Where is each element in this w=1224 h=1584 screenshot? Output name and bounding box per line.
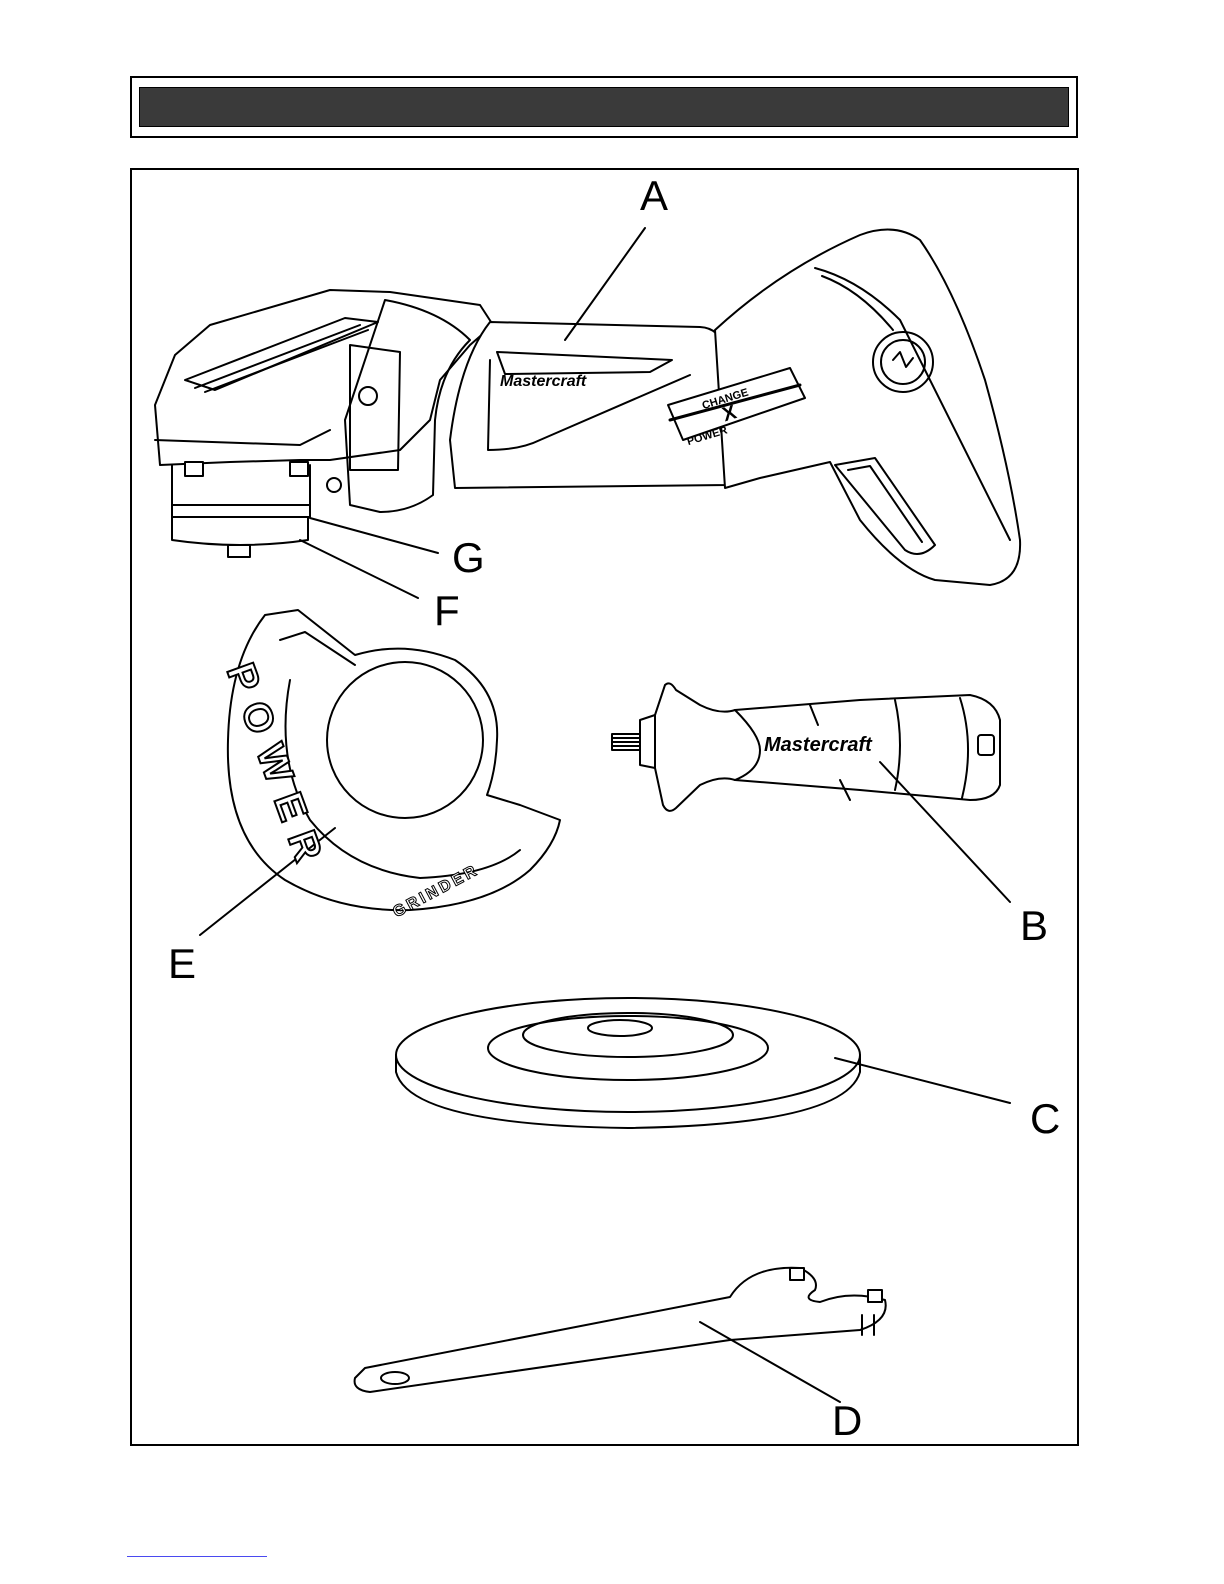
leader-line-f bbox=[300, 540, 418, 598]
leader-line-g bbox=[310, 518, 438, 553]
spanner-wrench bbox=[355, 1268, 886, 1392]
callout-g: G bbox=[452, 534, 485, 581]
callout-a: A bbox=[640, 172, 668, 219]
callout-f: F bbox=[434, 587, 460, 634]
callout-c: C bbox=[1030, 1095, 1060, 1142]
leader-line-a bbox=[565, 228, 645, 340]
leader-line-c bbox=[835, 1058, 1010, 1103]
footer-rule bbox=[127, 1556, 267, 1557]
callout-d: D bbox=[832, 1397, 862, 1444]
grinder-logo-text: Mastercraft bbox=[500, 373, 587, 390]
callout-b: B bbox=[1020, 902, 1048, 949]
grinding-disc bbox=[396, 998, 860, 1128]
handle-logo-text: Mastercraft bbox=[764, 734, 873, 756]
callout-e: E bbox=[168, 940, 196, 987]
angle-grinder bbox=[155, 230, 1020, 585]
